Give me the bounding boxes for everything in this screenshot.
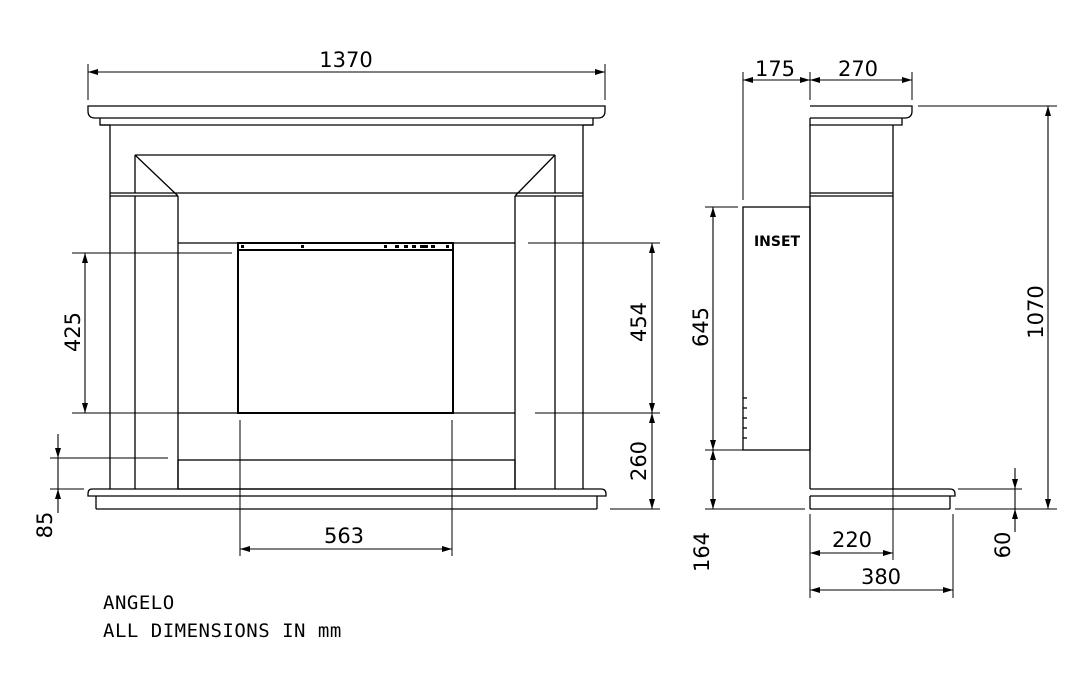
front-mantel-shelf xyxy=(87,105,606,119)
dim-label-563: 563 xyxy=(324,524,364,548)
dim-label-175: 175 xyxy=(755,57,795,81)
control-panel-marks xyxy=(241,245,449,248)
dim-label-1370: 1370 xyxy=(319,48,372,72)
side-dimensions xyxy=(705,72,1057,598)
front-dimensions xyxy=(50,64,660,556)
side-hearth xyxy=(810,488,956,497)
front-elevation xyxy=(87,105,607,510)
front-fire-insert xyxy=(237,242,454,414)
dim-label-425: 425 xyxy=(61,312,85,352)
dim-label-85: 85 xyxy=(33,512,57,539)
dim-label-454: 454 xyxy=(627,302,651,342)
dim-label-164: 164 xyxy=(690,532,714,572)
drawing-title: ANGELO xyxy=(103,592,175,614)
dim-label-220: 220 xyxy=(832,528,872,552)
dim-label-645: 645 xyxy=(689,307,713,347)
dim-label-270: 270 xyxy=(838,57,878,81)
inset-label: INSET xyxy=(754,234,801,250)
units-note: ALL DIMENSIONS IN mm xyxy=(103,620,342,642)
dim-label-380: 380 xyxy=(861,565,901,589)
side-elevation xyxy=(742,105,956,510)
front-hearth xyxy=(87,488,607,497)
dim-label-1070: 1070 xyxy=(1024,285,1048,338)
dim-label-260: 260 xyxy=(627,441,651,481)
dim-label-60: 60 xyxy=(991,532,1015,559)
front-frieze xyxy=(134,154,556,197)
side-mantel xyxy=(810,105,913,119)
